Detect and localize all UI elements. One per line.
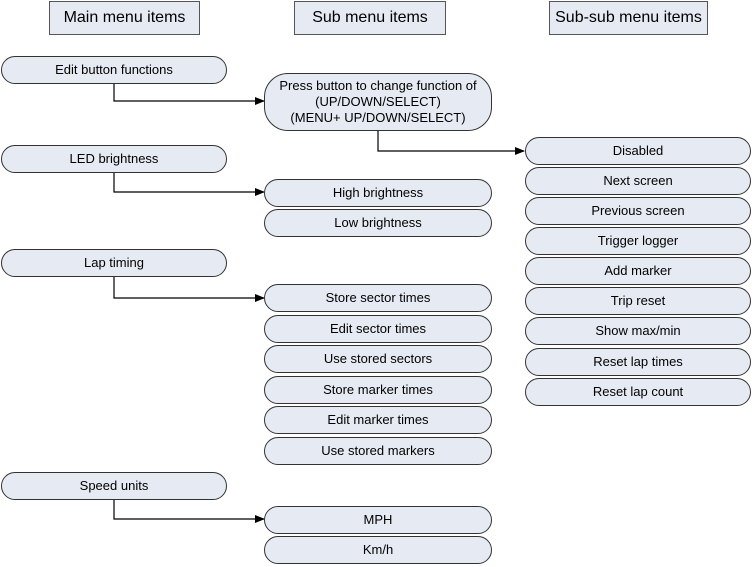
sub-item-low-brightness[interactable]: Low brightness [264, 209, 492, 237]
header-main-menu: Main menu items [49, 1, 200, 35]
connector-lap-to-store [113, 277, 265, 302]
subsub-item-add-marker[interactable]: Add marker [525, 257, 751, 285]
press-line-1: Press button to change function of [279, 78, 477, 93]
sub-item-edit-marker-times[interactable]: Edit marker times [264, 406, 492, 434]
header-sub-menu: Sub menu items [294, 1, 446, 35]
subsub-item-previous-screen[interactable]: Previous screen [525, 197, 751, 225]
main-item-led-brightness[interactable]: LED brightness [1, 145, 227, 173]
subsub-item-trip-reset[interactable]: Trip reset [525, 287, 751, 315]
main-item-lap-timing[interactable]: Lap timing [1, 249, 227, 277]
sub-item-edit-sector-times[interactable]: Edit sector times [264, 315, 492, 343]
subsub-item-reset-lap-times[interactable]: Reset lap times [525, 348, 751, 376]
subsub-item-trigger-logger[interactable]: Trigger logger [525, 227, 751, 255]
subsub-item-show-max-min[interactable]: Show max/min [525, 317, 751, 345]
connector-press-to-disabled [377, 131, 525, 155]
sub-item-high-brightness[interactable]: High brightness [264, 179, 492, 207]
subsub-item-disabled[interactable]: Disabled [525, 137, 751, 165]
connector-speed-to-mph [113, 500, 265, 523]
sub-item-press-button[interactable]: Press button to change function of (UP/D… [264, 73, 492, 131]
sub-item-store-marker-times[interactable]: Store marker times [264, 376, 492, 404]
sub-item-use-stored-sectors[interactable]: Use stored sectors [264, 345, 492, 373]
connector-led-to-high [113, 173, 265, 196]
sub-item-mph[interactable]: MPH [264, 506, 492, 534]
subsub-item-reset-lap-count[interactable]: Reset lap count [525, 378, 751, 406]
connector-edit-to-press [113, 84, 265, 105]
main-item-speed-units[interactable]: Speed units [1, 472, 227, 500]
header-sub-sub-menu: Sub-sub menu items [549, 1, 708, 35]
press-line-2: (UP/DOWN/SELECT) [315, 94, 441, 109]
sub-item-use-stored-markers[interactable]: Use stored markers [264, 437, 492, 465]
subsub-item-next-screen[interactable]: Next screen [525, 167, 751, 195]
sub-item-kmh[interactable]: Km/h [264, 536, 492, 564]
main-item-edit-button-functions[interactable]: Edit button functions [1, 56, 227, 84]
press-line-3: (MENU+ UP/DOWN/SELECT) [290, 110, 466, 125]
sub-item-store-sector-times[interactable]: Store sector times [264, 284, 492, 312]
